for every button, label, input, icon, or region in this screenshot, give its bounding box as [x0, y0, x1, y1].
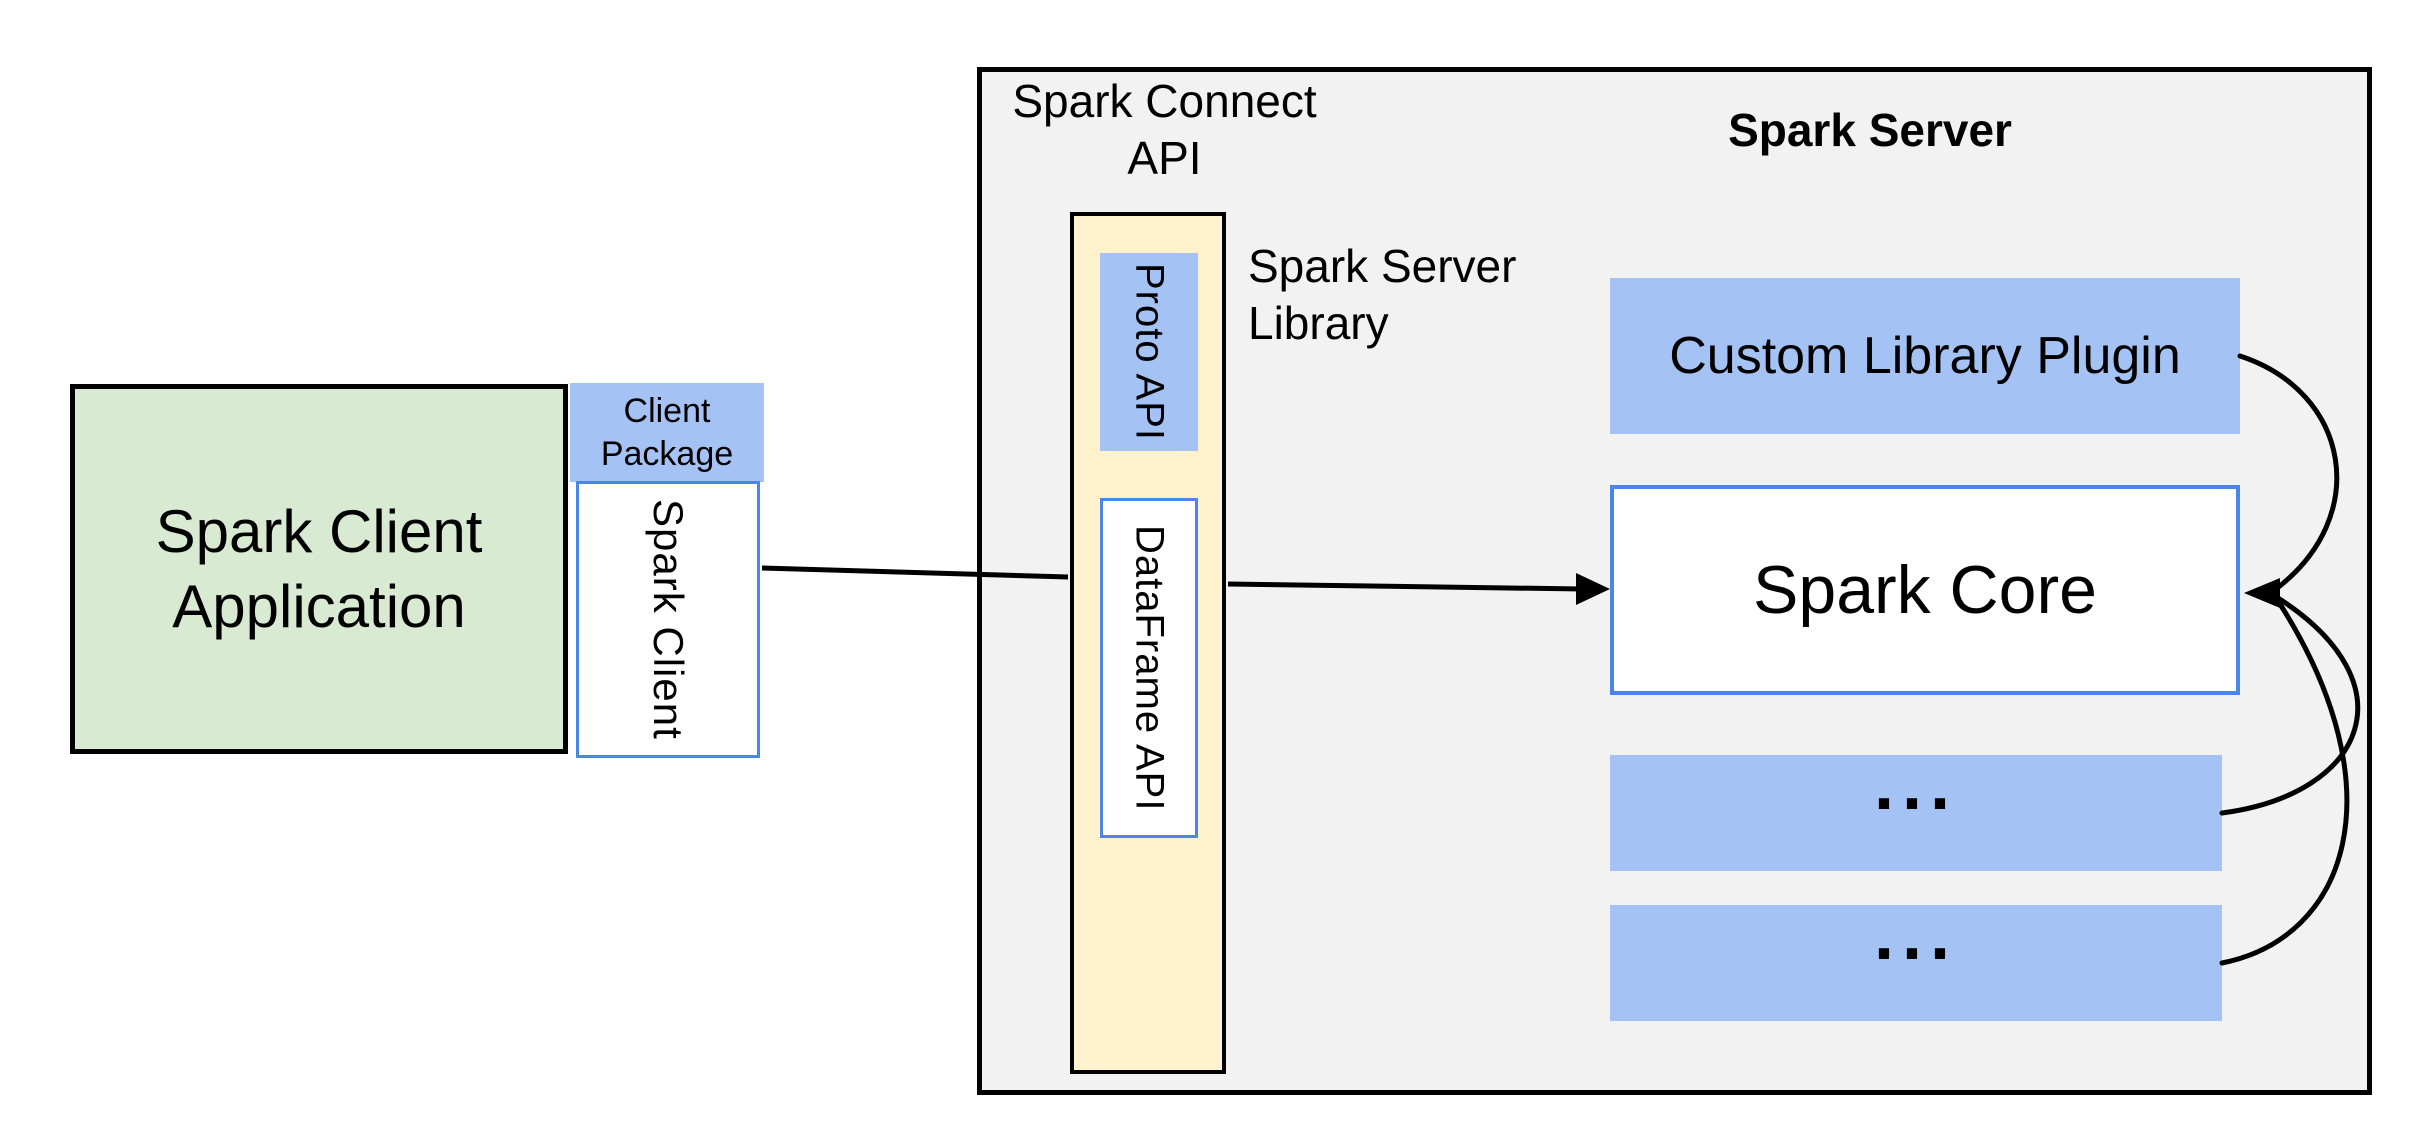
- ellipsis-label-2: ...: [1873, 895, 1958, 976]
- spark-connect-api-title-text: Spark Connect API: [1012, 74, 1317, 185]
- spark-client-application-box: Spark Client Application: [70, 384, 568, 754]
- spark-core-label: Spark Core: [1753, 552, 2097, 628]
- spark-client-box: Spark Client: [576, 481, 760, 758]
- proto-api-box: Proto API: [1100, 253, 1198, 451]
- dataframe-api-label: DataFrame API: [1127, 524, 1172, 812]
- ellipsis-label-1: ...: [1873, 745, 1958, 826]
- spark-server-title-text: Spark Server: [1728, 104, 2012, 156]
- spark-server-library-text: Spark Server Library: [1248, 239, 1517, 350]
- spark-connect-api-title: Spark Connect API: [992, 70, 1337, 190]
- custom-library-plugin-label: Custom Library Plugin: [1669, 327, 2181, 385]
- spark-server-library-label: Spark Server Library: [1248, 238, 1668, 352]
- dataframe-api-box: DataFrame API: [1100, 498, 1198, 838]
- custom-library-plugin-box: Custom Library Plugin: [1610, 278, 2240, 434]
- plugin-placeholder-box-2: ...: [1610, 895, 2222, 1021]
- client-package-label: Client Package: [600, 392, 734, 473]
- spark-core-box: Spark Core: [1610, 485, 2240, 695]
- proto-api-label: Proto API: [1127, 263, 1172, 441]
- spark-client-application-label: Spark Client Application: [155, 498, 483, 640]
- spark-server-title: Spark Server: [1620, 102, 2120, 158]
- plugin-placeholder-box-1: ...: [1610, 745, 2222, 871]
- client-package-box: Client Package: [570, 383, 764, 482]
- spark-client-label: Spark Client: [645, 499, 692, 740]
